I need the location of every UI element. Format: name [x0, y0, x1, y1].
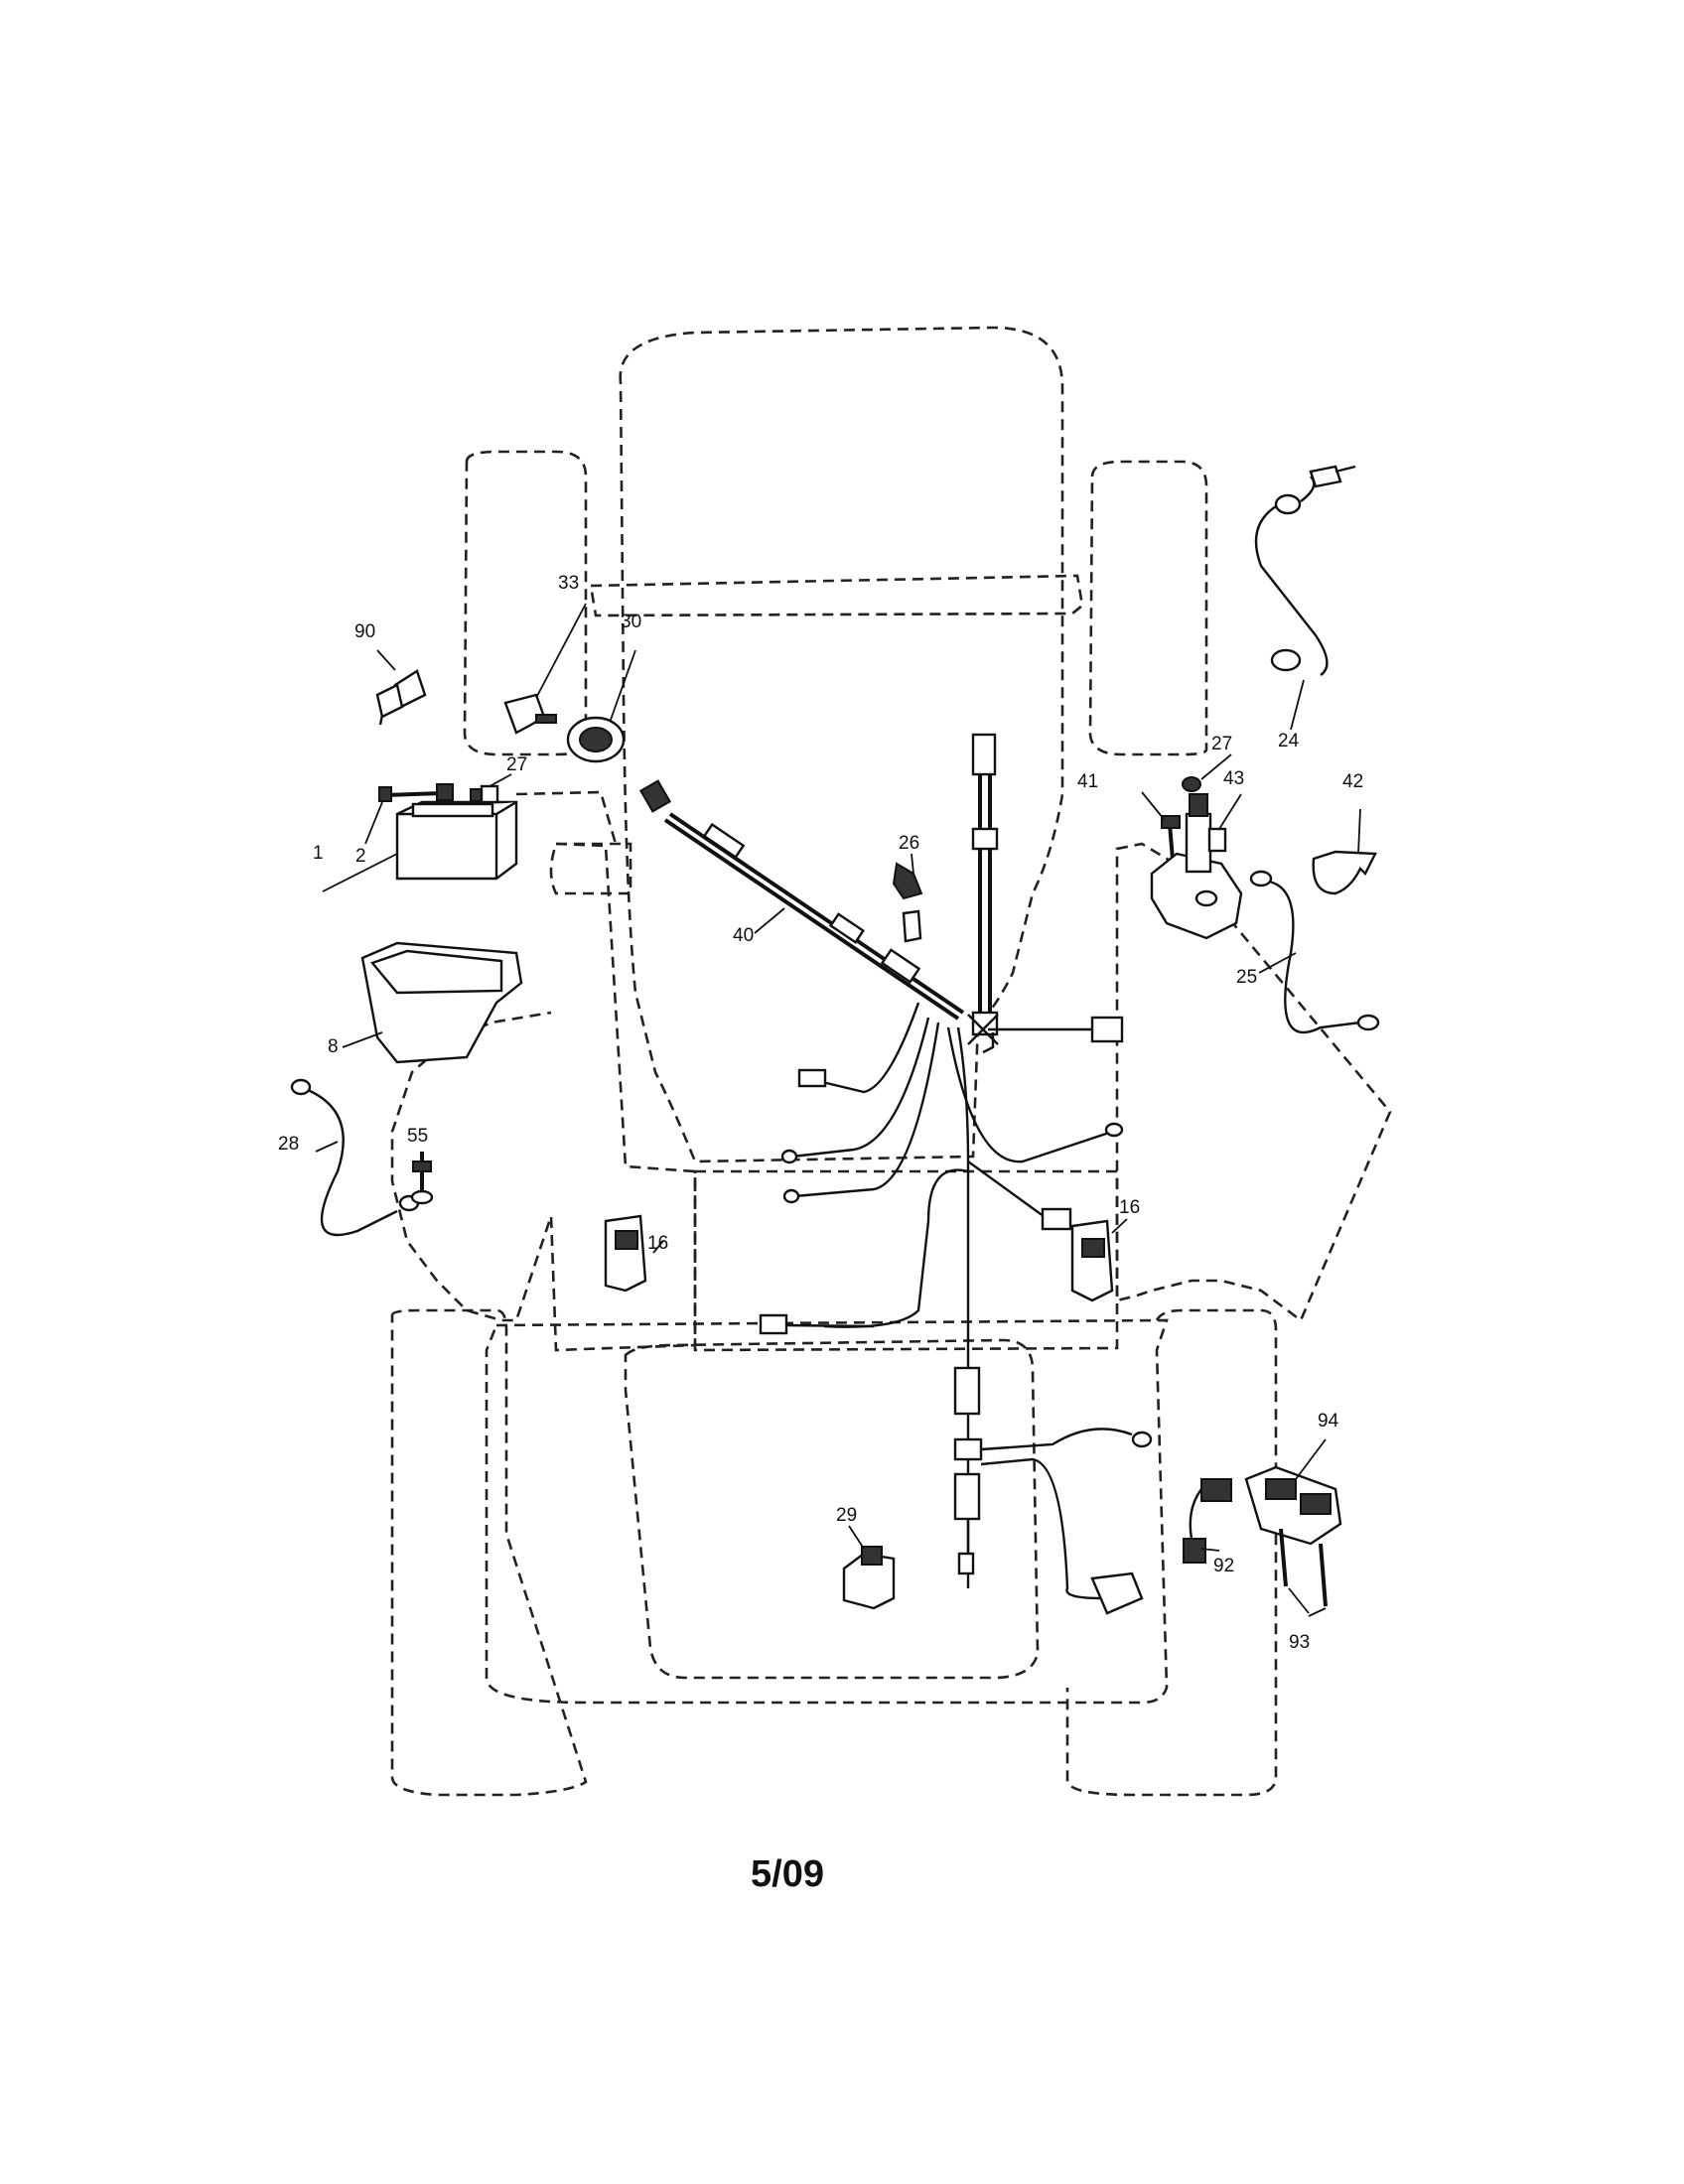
- part-33-ignition-key: [503, 603, 587, 735]
- callout-25: 25: [1236, 967, 1257, 988]
- date-code: 5/09: [751, 1853, 824, 1895]
- tractor-outline: [390, 326, 1392, 1797]
- left-footrest-outline: [515, 790, 632, 895]
- part-25-cable: [1249, 870, 1380, 1034]
- rear-left-tire: [390, 1308, 588, 1797]
- callout-40: 40: [733, 925, 754, 946]
- callout-24: 24: [1278, 731, 1300, 751]
- part-30-ignition-switch: [566, 649, 636, 763]
- part-27-nut-solenoid: [1182, 753, 1232, 792]
- part-2-bolt: [364, 786, 443, 845]
- callout-30: 30: [621, 612, 641, 632]
- seat-pan-outline: [693, 1169, 1119, 1352]
- part-55-screw: [410, 1152, 434, 1205]
- callout-16-left: 16: [647, 1233, 668, 1254]
- front-axle-outline: [589, 574, 1084, 617]
- callout-8: 8: [328, 1036, 339, 1057]
- callout-1: 1: [313, 843, 324, 864]
- callout-33: 33: [558, 573, 579, 594]
- callout-43: 43: [1223, 768, 1244, 789]
- right-fender-outline: [1115, 842, 1392, 1323]
- part-90-sensor: [375, 649, 427, 726]
- callout-27-solenoid: 27: [1211, 734, 1232, 754]
- part-94-module: [1244, 1438, 1342, 1546]
- part-24-battery-cable: [1254, 465, 1356, 731]
- callout-41: 41: [1077, 771, 1098, 792]
- callout-92: 92: [1213, 1556, 1234, 1576]
- callout-42: 42: [1342, 771, 1363, 792]
- part-28-ground-cable: [290, 1078, 420, 1237]
- callout-16-right: 16: [1119, 1197, 1140, 1218]
- rear-deck-outline: [485, 1318, 1169, 1705]
- part-92-harness-plug: [1183, 1478, 1232, 1564]
- callout-2: 2: [355, 846, 366, 867]
- callout-29: 29: [836, 1505, 857, 1526]
- part-29-pto-switch: [842, 1525, 896, 1610]
- front-left-tire: [463, 450, 588, 756]
- callout-93: 93: [1289, 1632, 1310, 1653]
- front-right-tire: [1088, 460, 1208, 756]
- body-outline: [390, 842, 697, 1352]
- part-43-starter-solenoid: [1150, 793, 1243, 940]
- callout-55: 55: [407, 1126, 428, 1147]
- part-40-wiring-harness: [638, 733, 1153, 1615]
- callout-27-battery: 27: [506, 754, 527, 775]
- callout-94: 94: [1318, 1411, 1339, 1432]
- rear-right-tire: [1065, 1308, 1278, 1797]
- part-16-right-interlock-switch: [1070, 1218, 1128, 1302]
- part-93-screws: [1279, 1528, 1328, 1617]
- part-16-left-interlock-switch: [604, 1214, 664, 1293]
- hood-outline: [619, 326, 1064, 1163]
- part-26-relay: [892, 862, 923, 900]
- seat-well-outline: [624, 1338, 1040, 1680]
- callout-90: 90: [354, 621, 375, 642]
- part-8-battery-tray: [342, 941, 523, 1064]
- callout-28: 28: [278, 1134, 299, 1155]
- part-42-terminal-boot: [1312, 808, 1377, 895]
- callout-labels: 1 2 8 16 16 24 25 26 27 27 28 29 30 33 4…: [278, 573, 1363, 1653]
- part-1-battery: [322, 783, 518, 892]
- callout-26: 26: [899, 833, 919, 854]
